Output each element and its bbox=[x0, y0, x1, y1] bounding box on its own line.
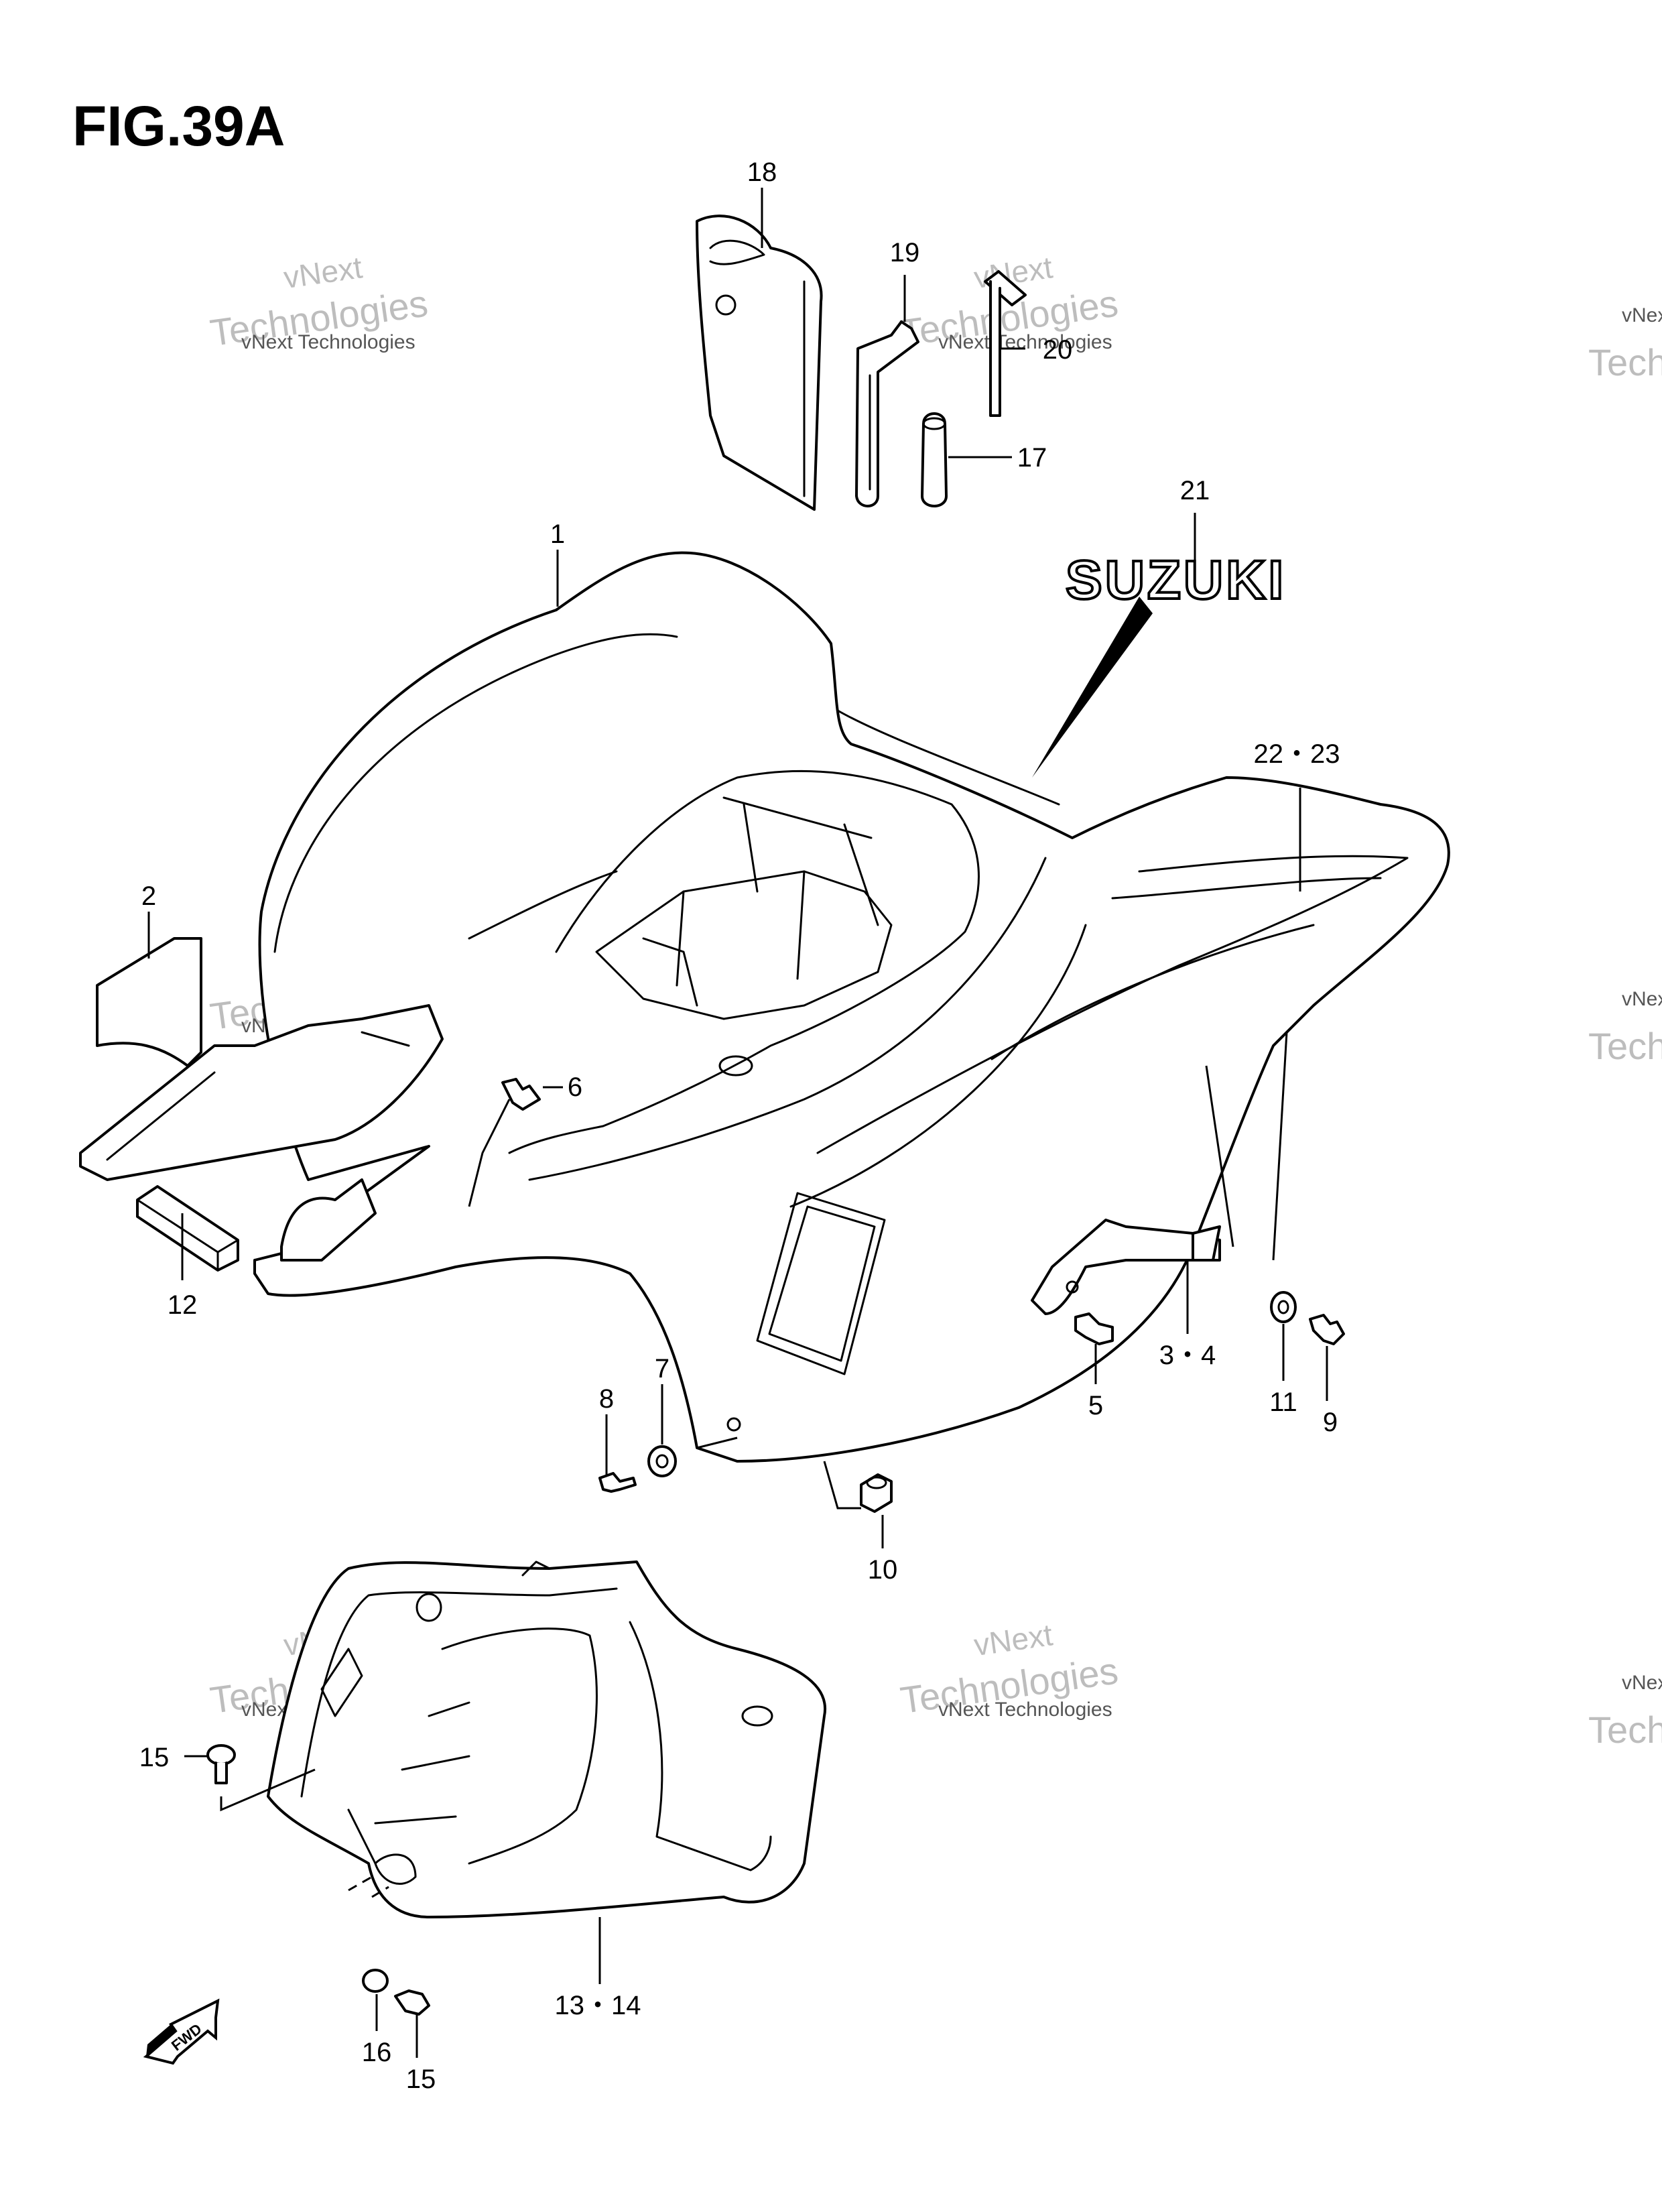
watermark-edge-2: Technologies bbox=[1588, 341, 1662, 383]
fwd-arrow: FWD bbox=[143, 1998, 220, 2065]
callout-16: 16 bbox=[362, 2038, 392, 2067]
callout-15b: 15 bbox=[406, 2065, 436, 2094]
callout-17: 17 bbox=[1017, 443, 1047, 473]
callout-22-23: 22・23 bbox=[1254, 739, 1340, 769]
part-19-tool bbox=[855, 320, 919, 507]
part-11-washer bbox=[1270, 1291, 1297, 1323]
part-10-nut bbox=[860, 1473, 893, 1513]
watermark-edge-5: vNext Technologies bbox=[1622, 1672, 1662, 1694]
callout-7: 7 bbox=[655, 1354, 669, 1384]
part-1-rear-fender bbox=[253, 551, 1450, 1463]
watermark-1-caption: vNext Technologies bbox=[241, 331, 416, 353]
watermark-edge-6: Technologies bbox=[1588, 1709, 1662, 1751]
part-9-bolt bbox=[1309, 1314, 1345, 1345]
callout-19: 19 bbox=[890, 238, 920, 267]
callout-10: 10 bbox=[868, 1555, 898, 1585]
pointer-wedge bbox=[1032, 597, 1153, 778]
part-13-14-mudguard bbox=[267, 1560, 827, 1918]
part-2-pad bbox=[96, 937, 202, 1067]
part-21-suzuki-logo: SUZUKI bbox=[1064, 548, 1286, 612]
callout-3-4: 3・4 bbox=[1159, 1341, 1216, 1370]
part-12-block bbox=[136, 1185, 239, 1272]
part-15-screw-upper bbox=[206, 1744, 236, 1784]
part-17-plug bbox=[921, 412, 948, 507]
watermark-2-caption: vNext Technologies bbox=[938, 331, 1112, 353]
callout-8: 8 bbox=[599, 1384, 614, 1414]
callout-2: 2 bbox=[141, 881, 156, 911]
callout-12: 12 bbox=[168, 1290, 198, 1320]
part-8-screw bbox=[598, 1472, 637, 1493]
suzuki-logo-text: SUZUKI bbox=[1066, 550, 1286, 611]
part-20-hex-key bbox=[984, 270, 1027, 417]
svg-text:vNext: vNext bbox=[972, 1617, 1055, 1662]
callout-1: 1 bbox=[550, 519, 565, 549]
callout-9: 9 bbox=[1323, 1408, 1338, 1437]
part-16-washer bbox=[362, 1969, 389, 1993]
part-3-4-bracket bbox=[1031, 1219, 1221, 1315]
svg-text:vNext: vNext bbox=[281, 249, 365, 295]
callout-21: 21 bbox=[1180, 476, 1210, 505]
callout-20: 20 bbox=[1043, 335, 1073, 365]
callout-labels: 18 19 20 17 21 1 22・23 2 6 12 3・4 5 11 9… bbox=[139, 158, 1340, 2094]
part-18-cover bbox=[696, 214, 823, 511]
part-6-screw bbox=[501, 1078, 541, 1111]
part-1-left-flap bbox=[79, 1004, 444, 1262]
watermark-edge-3: vNext Technologies bbox=[1622, 988, 1662, 1010]
watermark-edge-1: vNext Technologies bbox=[1622, 304, 1662, 326]
callout-13-14: 13・14 bbox=[555, 1991, 641, 2020]
callout-18: 18 bbox=[747, 158, 777, 187]
watermark-6-caption: vNext Technologies bbox=[938, 1699, 1112, 1721]
part-7-grommet bbox=[647, 1445, 677, 1477]
callout-5: 5 bbox=[1088, 1391, 1103, 1420]
watermark-edge-4: Technologies bbox=[1588, 1025, 1662, 1067]
callout-6: 6 bbox=[568, 1072, 582, 1102]
callout-11: 11 bbox=[1269, 1388, 1297, 1417]
leader-lines bbox=[147, 188, 1328, 2058]
part-15-screw-lower bbox=[394, 1989, 430, 2016]
part-5-bolt bbox=[1074, 1312, 1114, 1345]
callout-15a: 15 bbox=[139, 1743, 170, 1772]
figure-title: FIG.39A bbox=[72, 95, 285, 158]
